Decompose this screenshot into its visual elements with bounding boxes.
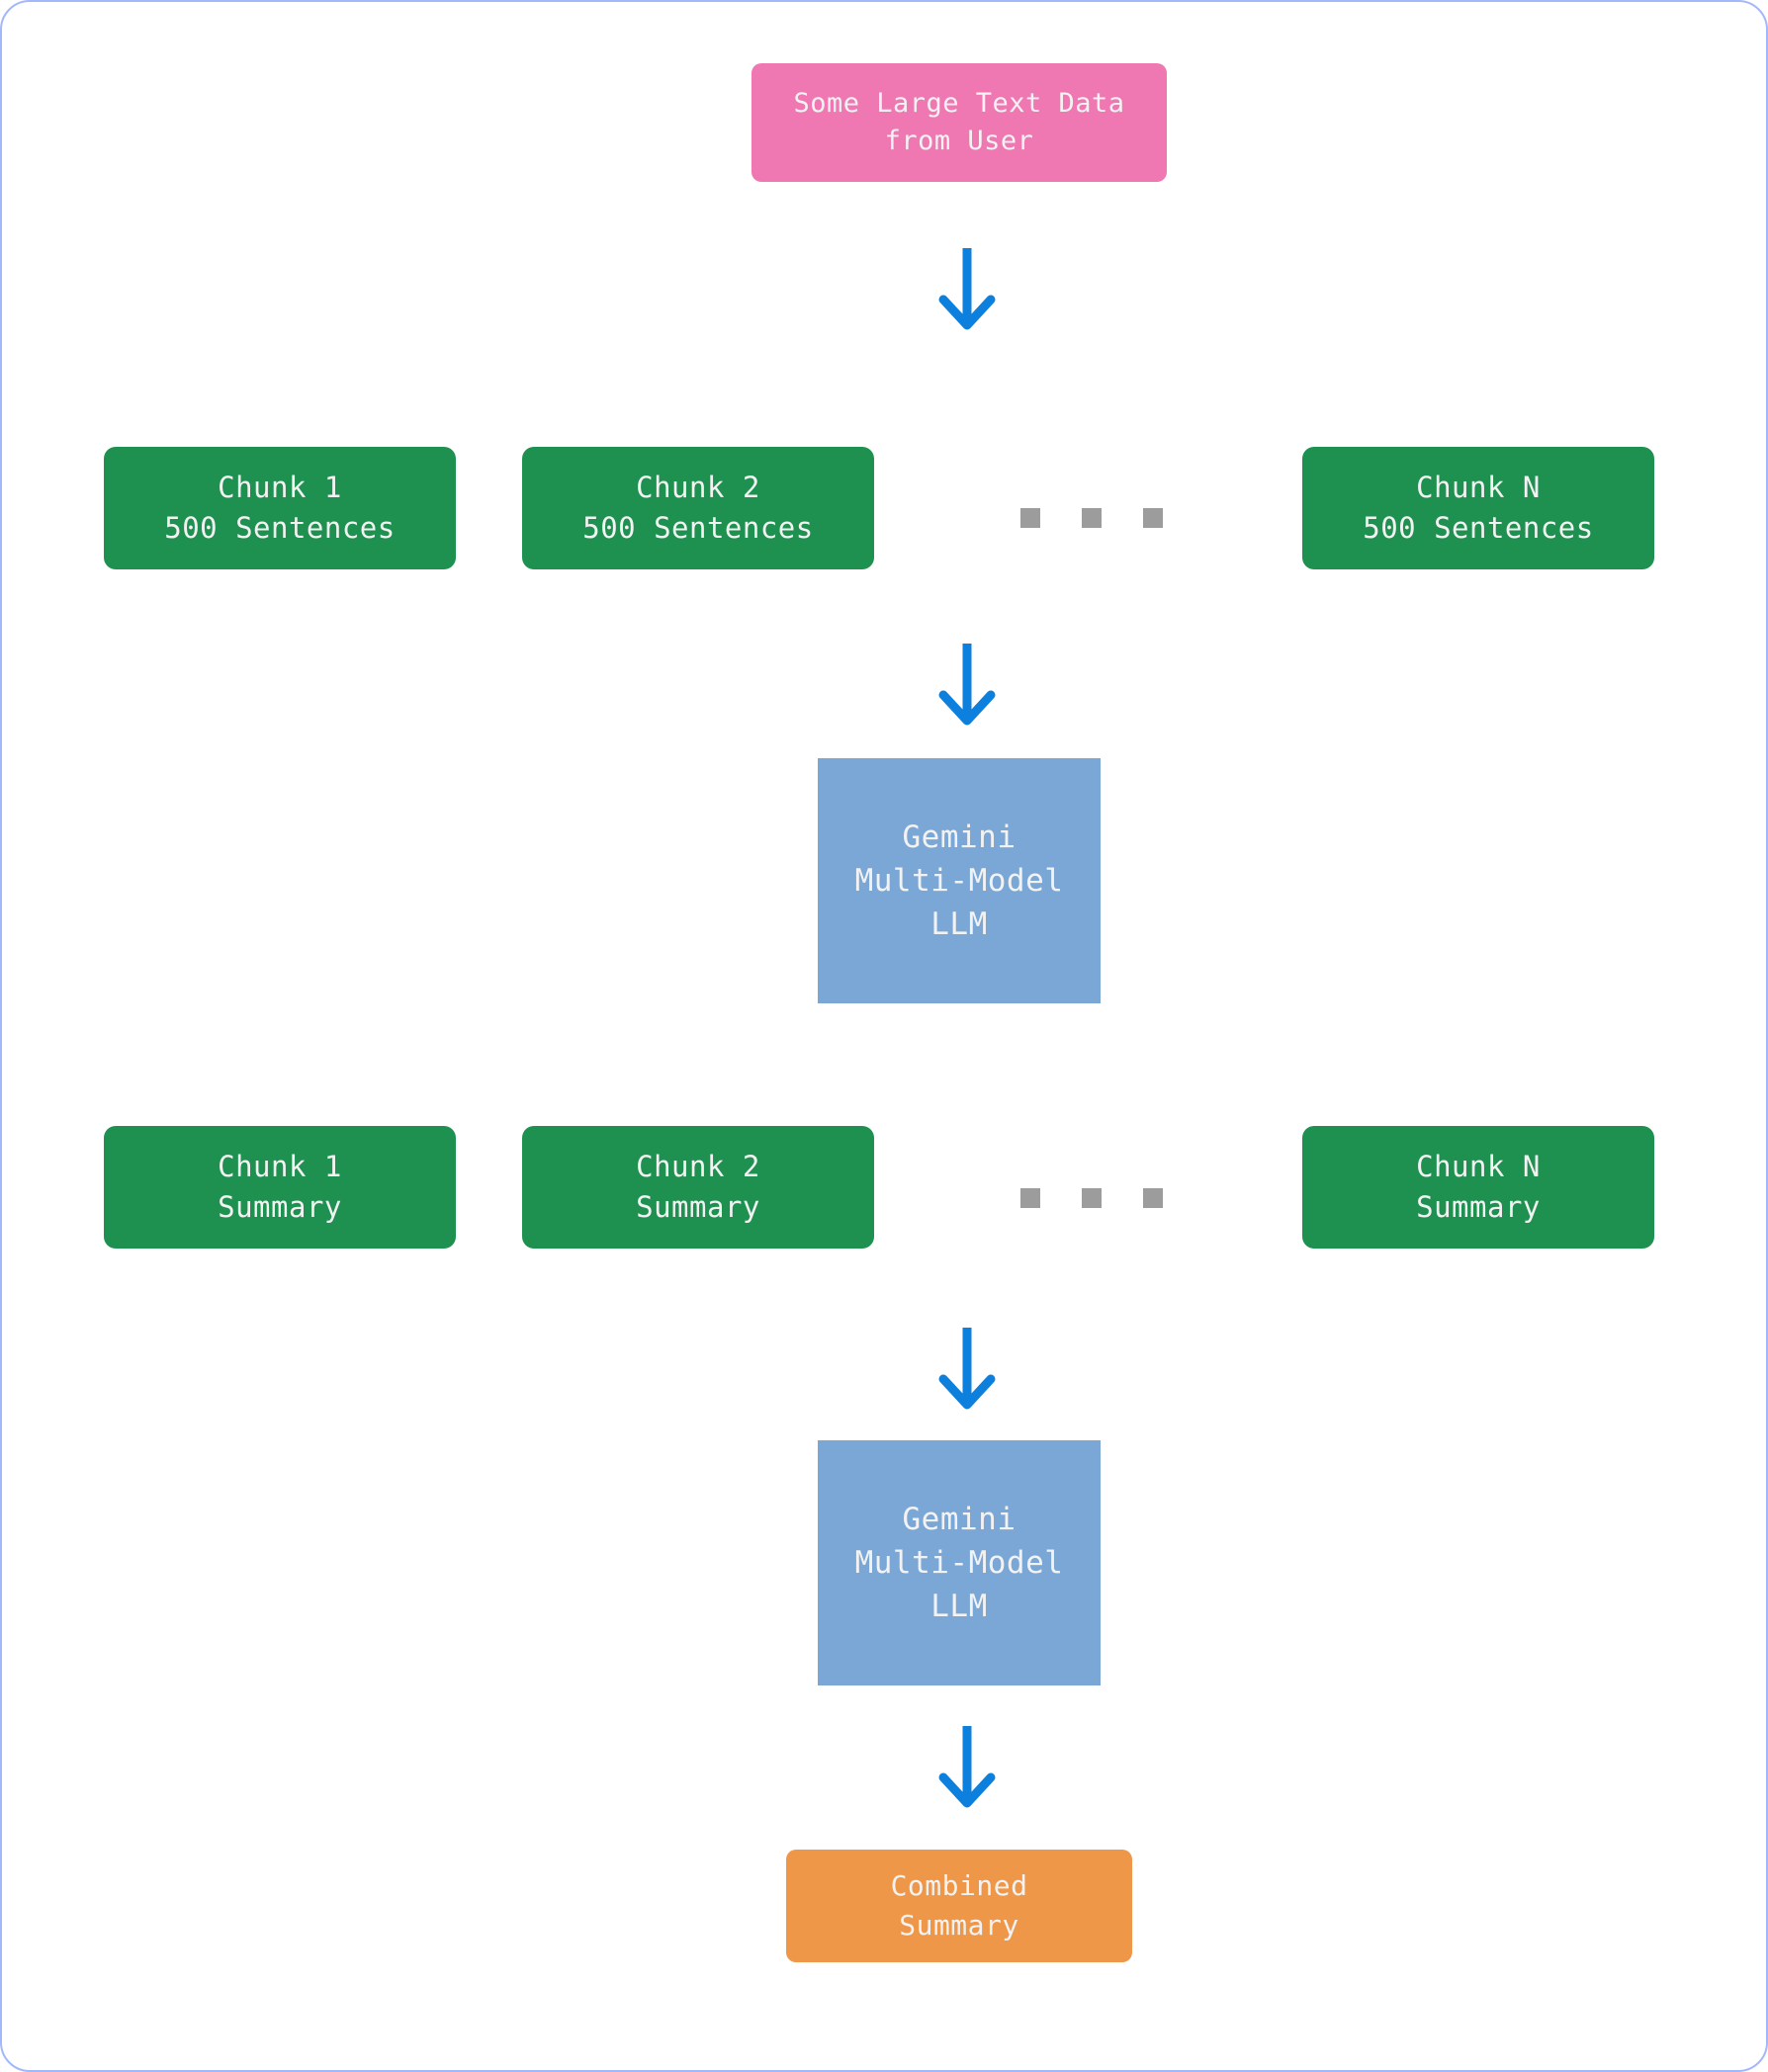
node-chunk-2-input[interactable]: Chunk 2 500 Sentences	[522, 447, 874, 569]
node-chunk-n-input[interactable]: Chunk N 500 Sentences	[1302, 447, 1654, 569]
ellipsis-square-icon	[1143, 1188, 1163, 1208]
node-gemini-llm-1[interactable]: Gemini Multi-Model LLM	[818, 758, 1101, 1003]
ellipsis-summary-chunks	[1020, 1188, 1163, 1208]
ellipsis-input-chunks	[1020, 508, 1163, 528]
arrow-down-chunks-to-llm-1	[931, 640, 1003, 729]
node-chunk-1-input[interactable]: Chunk 1 500 Sentences	[104, 447, 456, 569]
ellipsis-square-icon	[1082, 508, 1102, 528]
node-combined-summary[interactable]: Combined Summary	[786, 1850, 1132, 1962]
ellipsis-square-icon	[1082, 1188, 1102, 1208]
ellipsis-square-icon	[1020, 1188, 1040, 1208]
node-chunk-1-summary[interactable]: Chunk 1 Summary	[104, 1126, 456, 1249]
arrow-down-summaries-to-llm-2	[931, 1324, 1003, 1413]
ellipsis-square-icon	[1143, 508, 1163, 528]
arrow-down-source-to-chunks	[931, 244, 1003, 333]
node-gemini-llm-2[interactable]: Gemini Multi-Model LLM	[818, 1440, 1101, 1685]
ellipsis-square-icon	[1020, 508, 1040, 528]
arrow-down-llm-2-to-result	[931, 1722, 1003, 1811]
node-chunk-n-summary[interactable]: Chunk N Summary	[1302, 1126, 1654, 1249]
node-source-text-data[interactable]: Some Large Text Data from User	[751, 63, 1167, 182]
node-chunk-2-summary[interactable]: Chunk 2 Summary	[522, 1126, 874, 1249]
